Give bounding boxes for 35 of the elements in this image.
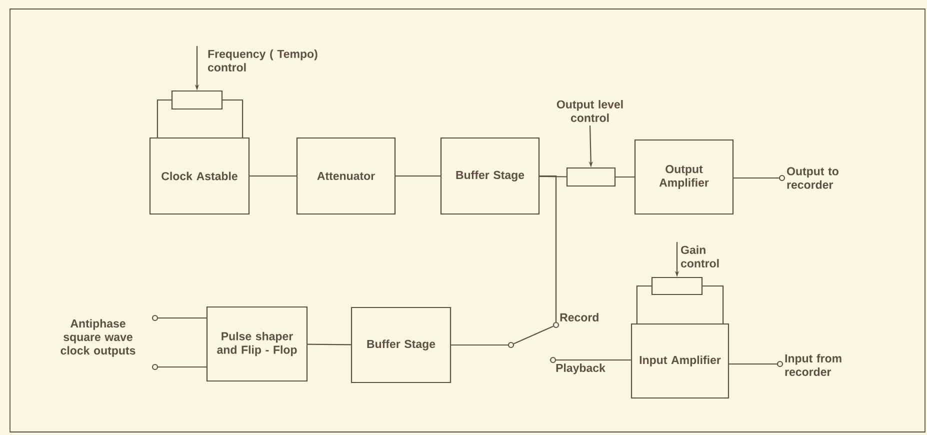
block-box: Output Amplifier [634,139,734,215]
block-box: Pulse shaper and Flip - Flop [206,306,308,382]
block-box: Buffer Stage [350,306,452,384]
potentiometer-symbol [651,276,703,296]
connecting-line [540,176,566,178]
block-box: Attenuator [296,137,396,215]
terminal-label: Output to recorder [787,167,838,189]
control-label: Gain control [681,246,719,268]
connecting-line [158,317,206,319]
potentiometer-symbol [566,167,616,187]
input-label: Antiphase square wave clock outputs [60,319,136,357]
block-box: Input Amplifier [630,323,730,399]
potentiometer-symbol [171,90,223,110]
connecting-line [702,285,724,324]
block-box: Buffer Stage [440,137,540,215]
connecting-line [556,359,631,361]
connecting-line [729,363,777,365]
block-box: Clock Astable [149,137,250,215]
connecting-line [396,175,440,177]
connecting-line [540,175,557,322]
terminal-label: Record [560,313,598,322]
connecting-line [158,366,206,368]
connecting-line [250,175,296,177]
terminal-label: Input from recorder [785,354,842,376]
connecting-line [222,99,244,138]
connecting-line [156,99,172,138]
connecting-line [308,344,351,346]
connecting-line [734,177,779,179]
connecting-line [636,285,652,324]
control-label: Output level control [556,100,623,122]
connecting-line [514,326,554,344]
terminal-label: Playback [556,364,606,374]
control-label: Frequency ( Tempo) control [208,50,318,72]
connecting-line [616,176,634,178]
connecting-line [451,344,508,346]
